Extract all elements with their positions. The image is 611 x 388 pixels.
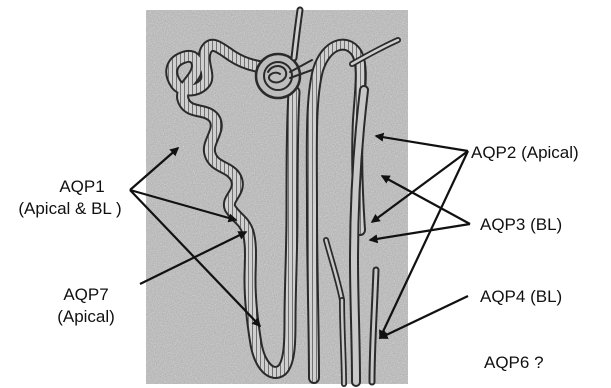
label-aqp2: AQP2 (Apical) bbox=[471, 143, 579, 162]
label-aqp1-name: AQP1 bbox=[59, 177, 104, 196]
label-aqp7-name: AQP7 bbox=[63, 285, 108, 304]
label-aqp3: AQP3 (BL) bbox=[480, 215, 562, 234]
label-aqp6: AQP6 ? bbox=[484, 353, 544, 372]
label-aqp1-location: (Apical & BL ) bbox=[18, 199, 121, 218]
label-aqp4: AQP4 (BL) bbox=[480, 287, 562, 306]
label-aqp7-location: (Apical) bbox=[57, 307, 115, 326]
